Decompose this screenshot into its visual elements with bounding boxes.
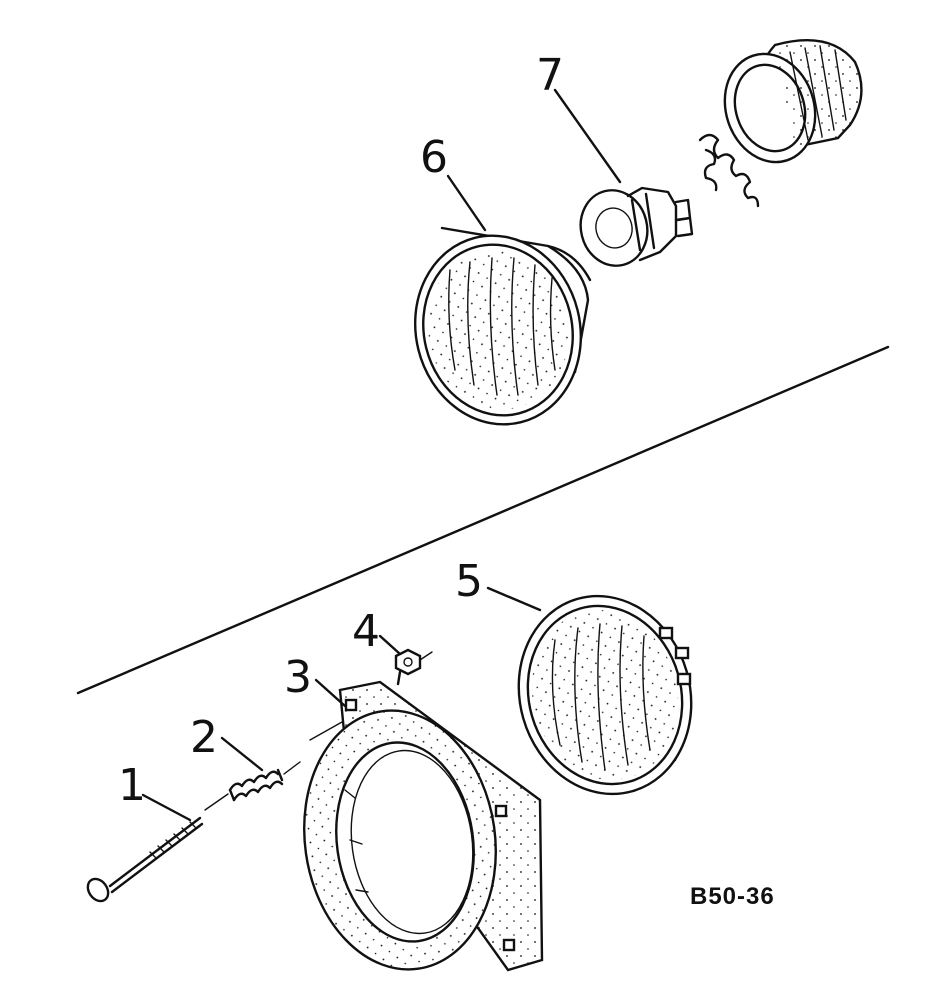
callout-1: 1: [118, 760, 146, 811]
figure-reference-code: B50-36: [690, 883, 775, 910]
callout-5: 5: [455, 556, 483, 607]
part-5-sealed-beam: [517, 594, 693, 796]
callout-4: 4: [352, 606, 380, 657]
callout-2: 2: [190, 712, 218, 763]
part-2-spring: [204, 761, 301, 811]
part-3-mounting-rim: [303, 680, 544, 972]
section-divider-line: [76, 345, 890, 695]
rear-lamp-shell: [723, 39, 863, 164]
part-6-reflector-lens: [413, 226, 592, 426]
callout-6: 6: [420, 132, 448, 183]
part-4-nut: [394, 648, 433, 686]
part-7-bulb: [579, 186, 694, 267]
leader-lines: [141, 88, 622, 822]
callout-7: 7: [536, 50, 564, 101]
part-1-screw: [86, 816, 204, 903]
bulb-retaining-clip: [698, 133, 760, 208]
callout-3: 3: [284, 652, 312, 703]
